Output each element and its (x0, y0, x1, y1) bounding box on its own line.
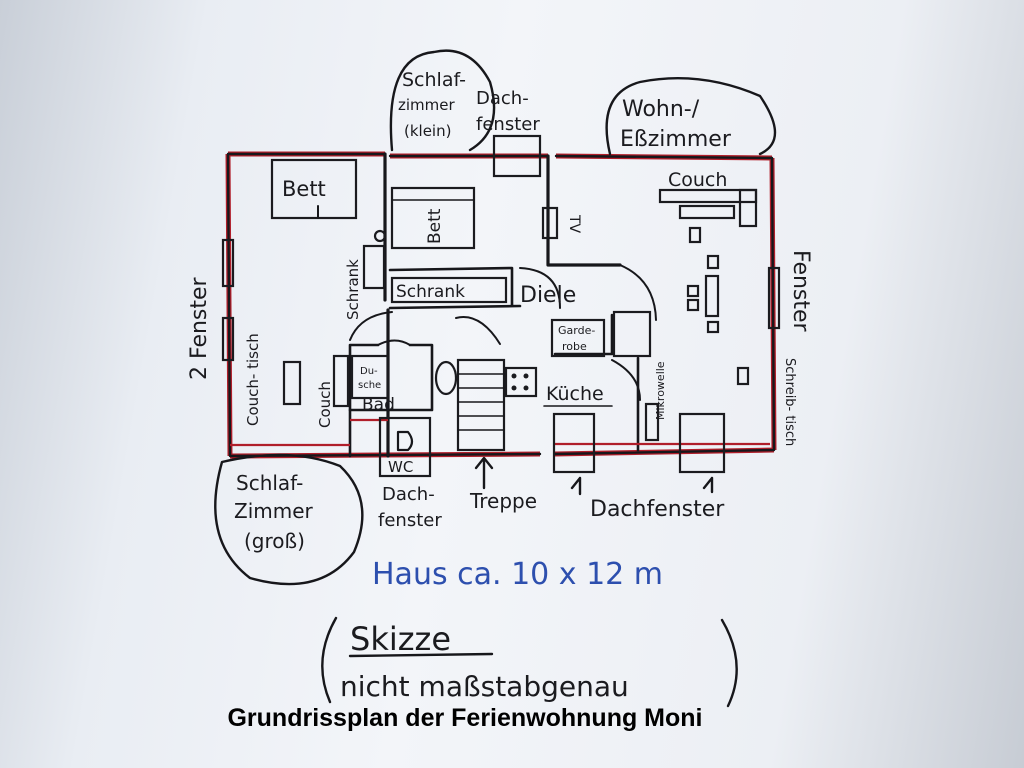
annotation-stairs: Treppe (469, 489, 537, 513)
tv-label: TV (566, 214, 582, 234)
door-stairs (455, 316, 501, 345)
wardrobe-vertical (362, 244, 386, 290)
annotation-sketch-note: nicht maßstabgenau (340, 670, 629, 703)
cloakroom (550, 318, 606, 358)
couch-living-label: Couch (668, 169, 727, 191)
living-furniture: Couch Schreib- tisch (644, 169, 797, 474)
doors (349, 264, 657, 401)
annotations: 2 Fenster Fenster Dach- fenster Treppe D… (187, 250, 813, 708)
annotation-skylight-left-line1: Dach- (382, 484, 435, 505)
door-bedroom-large (349, 311, 393, 341)
shower-label-2: sche (358, 380, 381, 391)
shower-label-1: Du- (360, 366, 378, 377)
window-right (767, 266, 781, 330)
door-living (619, 264, 657, 321)
room-living-line1: Wohn-/ (622, 97, 700, 122)
wardrobe-vertical-label: Schrank (344, 259, 362, 320)
room-bedroom-large-line2: Zimmer (234, 499, 314, 523)
room-bedroom-small-line1: Schlaf- (402, 69, 466, 91)
annotation-two-windows: 2 Fenster (187, 276, 212, 380)
room-kitchen: Küche (546, 383, 604, 405)
skylight-top-line1: Dach- (476, 88, 529, 109)
bed-small (390, 186, 476, 250)
window-left-upper (221, 238, 235, 288)
annotation-skylight-right: Dachfenster (590, 497, 725, 522)
cloakroom-label-1: Garde- (558, 324, 595, 337)
arrow-stairs (474, 456, 494, 490)
stove (504, 366, 538, 398)
skylight-kitchen (552, 412, 596, 474)
sketch-parentheses (321, 616, 738, 708)
room-bath: Bad (362, 395, 395, 415)
cloakroom-label-2: robe (562, 340, 587, 353)
skylight-top-line2: fenster (476, 114, 540, 135)
room-living-line2: Eßzimmer (620, 127, 732, 152)
skylight-living (678, 412, 726, 474)
room-hall: Diele (520, 283, 576, 308)
bedroom-large-furniture: Bett Schrank Couch- tisch Couch (244, 158, 386, 428)
couch-bedroom-label: Couch (316, 381, 334, 428)
stairs (456, 358, 506, 452)
caption: Grundrissplan der Ferienwohnung Moni (227, 704, 703, 732)
wc (378, 416, 432, 478)
tv (541, 206, 559, 240)
skylight-top (492, 134, 542, 178)
bathtub (434, 360, 458, 396)
couch-bedroom (332, 354, 350, 408)
couch-living-side (738, 188, 758, 228)
desk-label: Schreib- tisch (782, 358, 797, 446)
bedroom-small-furniture: Bett Schrank (373, 186, 508, 304)
door-bath (377, 339, 411, 346)
window-left-lower (221, 316, 235, 362)
couch-table-label-1: Couch- tisch (244, 333, 262, 426)
couch-living-top (658, 188, 758, 204)
couch-table (282, 360, 302, 406)
dining-table (704, 274, 720, 318)
coffee-table-living (678, 204, 736, 220)
door-hall (519, 267, 561, 309)
arrows-skylight (570, 476, 714, 496)
annotation-skylight-left-line2: fenster (378, 510, 442, 531)
room-bedroom-small-line2: zimmer (398, 96, 455, 114)
bed-large-label: Bett (282, 177, 326, 201)
room-bedroom-large-line3: (groß) (244, 529, 305, 553)
wardrobe-horizontal-label: Schrank (396, 282, 465, 302)
bed-large (270, 158, 358, 220)
wc-label: WC (388, 458, 413, 476)
door-kitchen (611, 359, 641, 401)
center-area: Diele Garde- robe TV Küche Mikrowelle Du… (350, 206, 667, 478)
room-labels: Schlaf- zimmer (klein) Dach- fenster Woh… (214, 49, 777, 586)
outer-walls (225, 151, 777, 459)
shower (350, 354, 390, 400)
annotation-sketch-title: Skizze (350, 620, 451, 658)
room-bedroom-small-line3: (klein) (404, 122, 451, 140)
microwave-label: Mikrowelle (654, 361, 667, 420)
room-bedroom-large-line1: Schlaf- (236, 471, 303, 495)
cabinet-hall (612, 310, 652, 358)
annotation-window-right: Fenster (788, 250, 813, 333)
wardrobe-horizontal (390, 276, 508, 304)
bed-small-label: Bett (425, 208, 445, 244)
microwave (644, 402, 660, 442)
windows (221, 238, 781, 362)
annotation-house-size: Haus ca. 10 x 12 m (372, 557, 663, 592)
